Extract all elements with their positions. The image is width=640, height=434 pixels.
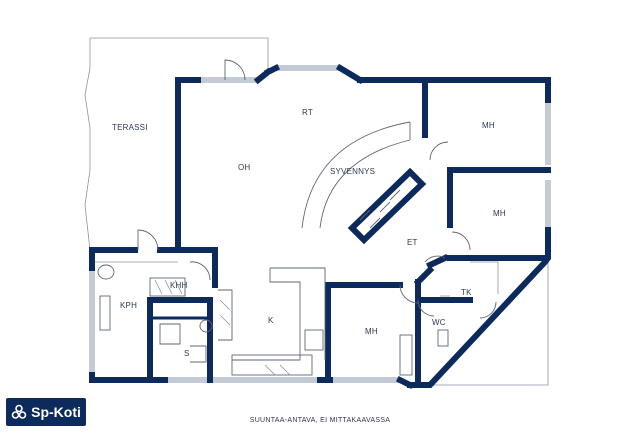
room-label-khh: KHH [170, 281, 188, 290]
sp-koti-logo-icon [11, 404, 27, 419]
room-label-rt: RT [302, 108, 313, 117]
syvennys-arc [301, 121, 411, 229]
room-label-tk: TK [461, 288, 472, 297]
kitchen-counters [231, 267, 326, 376]
khh-fixtures [149, 277, 233, 341]
door-swings [137, 59, 497, 319]
room-label-k: K [268, 316, 274, 325]
bathroom-fixtures [97, 264, 213, 363]
syvennys-block [347, 167, 427, 245]
sp-koti-logo: Sp-Koti [6, 398, 86, 426]
disclaimer-caption: SUUNTAA-ANTAVA, EI MITTAKAAVASSA [249, 417, 391, 424]
room-label-mh-3: MH [365, 327, 378, 336]
room-label-kph: KPH [120, 301, 137, 310]
room-label-mh-2: MH [493, 209, 506, 218]
lot-line [428, 255, 549, 386]
room-label-s: S [184, 349, 190, 358]
room-label-mh-1: MH [482, 121, 495, 130]
room-labels: TERASSI RT OH SYVENNYS MH MH MH ET KHH K… [112, 108, 506, 358]
wc-fixtures [399, 261, 499, 376]
room-label-terassi: TERASSI [112, 123, 148, 132]
room-label-et: ET [407, 238, 418, 247]
room-label-oh: OH [238, 163, 250, 172]
room-label-wc: WC [432, 318, 446, 327]
brand-name: Sp-Koti [31, 404, 81, 420]
room-label-syvennys: SYVENNYS [330, 167, 375, 176]
walls [89, 63, 551, 390]
